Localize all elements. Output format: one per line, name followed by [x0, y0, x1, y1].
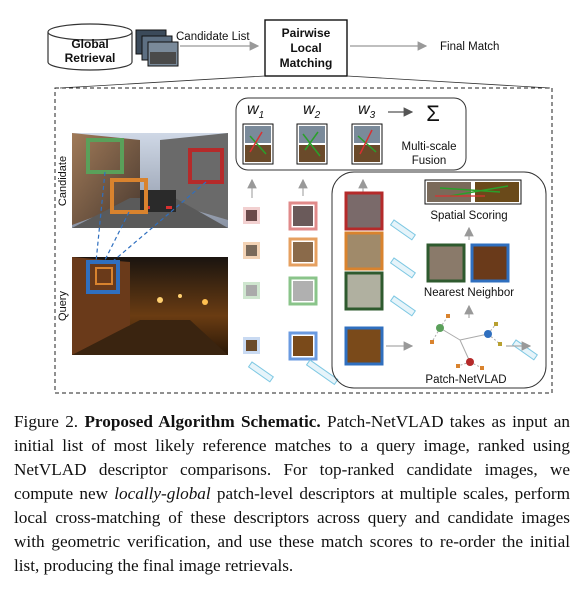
zoom-line-right: [346, 75, 551, 89]
nn-patch-blue: [470, 243, 510, 283]
stack-patch-blue: [344, 326, 384, 366]
global-retrieval-label-1: Global: [71, 37, 108, 51]
nearest-neighbor-label: Nearest Neighbor: [424, 287, 514, 299]
global-retrieval-database: Global Retrieval: [47, 23, 133, 71]
zoom-line-left: [59, 75, 266, 89]
pairwise-label-1: Pairwise: [282, 26, 331, 40]
caption-emphasis: locally-global: [114, 484, 211, 503]
spatial-scoring-label: Spatial Scoring: [430, 210, 507, 222]
netvlad-cluster-diagram: [430, 314, 502, 370]
pairwise-label-3: Matching: [280, 56, 333, 70]
fusion-thumbnail-w1: [242, 123, 274, 165]
fusion-thumbnail-w3: [351, 123, 383, 165]
caption-body-1: Patch-NetVLAD takes as input an initial …: [14, 412, 570, 503]
candidate-image: [72, 133, 228, 228]
multiscale-label-1: Multi-scale: [402, 141, 457, 153]
global-retrieval-label-2: Retrieval: [65, 51, 116, 65]
query-patch-blue: [86, 260, 120, 294]
multiscale-fusion-box: [235, 97, 467, 171]
query-image: [72, 257, 228, 355]
pairwise-label-2: Local: [290, 41, 321, 55]
stack-patch-green: [344, 271, 384, 311]
algorithm-schematic-figure: Global Retrieval Candidate List Pairwise…: [47, 19, 553, 394]
detail-dashed-box: [54, 87, 553, 394]
caption-body-2: patch-level descriptors at multiple scal…: [14, 484, 571, 575]
small-patch-column: [243, 207, 260, 354]
correspondence-line-1: [95, 171, 106, 263]
sigma-symbol: Σ: [426, 101, 440, 126]
w3-label: w3: [358, 101, 376, 121]
caption-title: Proposed Algorithm Schematic.: [84, 412, 321, 431]
stack-patch-orange: [344, 231, 384, 271]
patch-netvlad-label: Patch-NetVLAD: [425, 374, 506, 386]
query-side-label: Query: [57, 291, 69, 321]
correspondence-line-2: [103, 211, 130, 263]
final-match-label: Final Match: [440, 41, 499, 53]
multiscale-label-2: Fusion: [412, 155, 447, 167]
fusion-thumbnail-w2: [296, 123, 328, 165]
patch-matching-box: [331, 171, 547, 389]
w2-label: w2: [303, 101, 321, 121]
query-patch-orange-inner: [95, 267, 113, 285]
figure-caption: Figure 2. Proposed Algorithm Schematic. …: [14, 410, 570, 578]
w1-label: w1: [247, 101, 264, 121]
caption-prefix: Figure 2.: [14, 412, 85, 431]
candidate-side-label: Candidate: [57, 156, 69, 206]
candidate-list-label: Candidate List: [176, 31, 250, 43]
stack-patch-red: [344, 191, 384, 231]
pairwise-local-matching-box: Pairwise Local Matching: [264, 19, 348, 77]
medium-patch-column: [288, 201, 318, 361]
candidate-list-thumbnails: [135, 29, 179, 67]
nn-patch-green: [426, 243, 466, 283]
spatial-scoring-thumbnail: [424, 179, 522, 205]
